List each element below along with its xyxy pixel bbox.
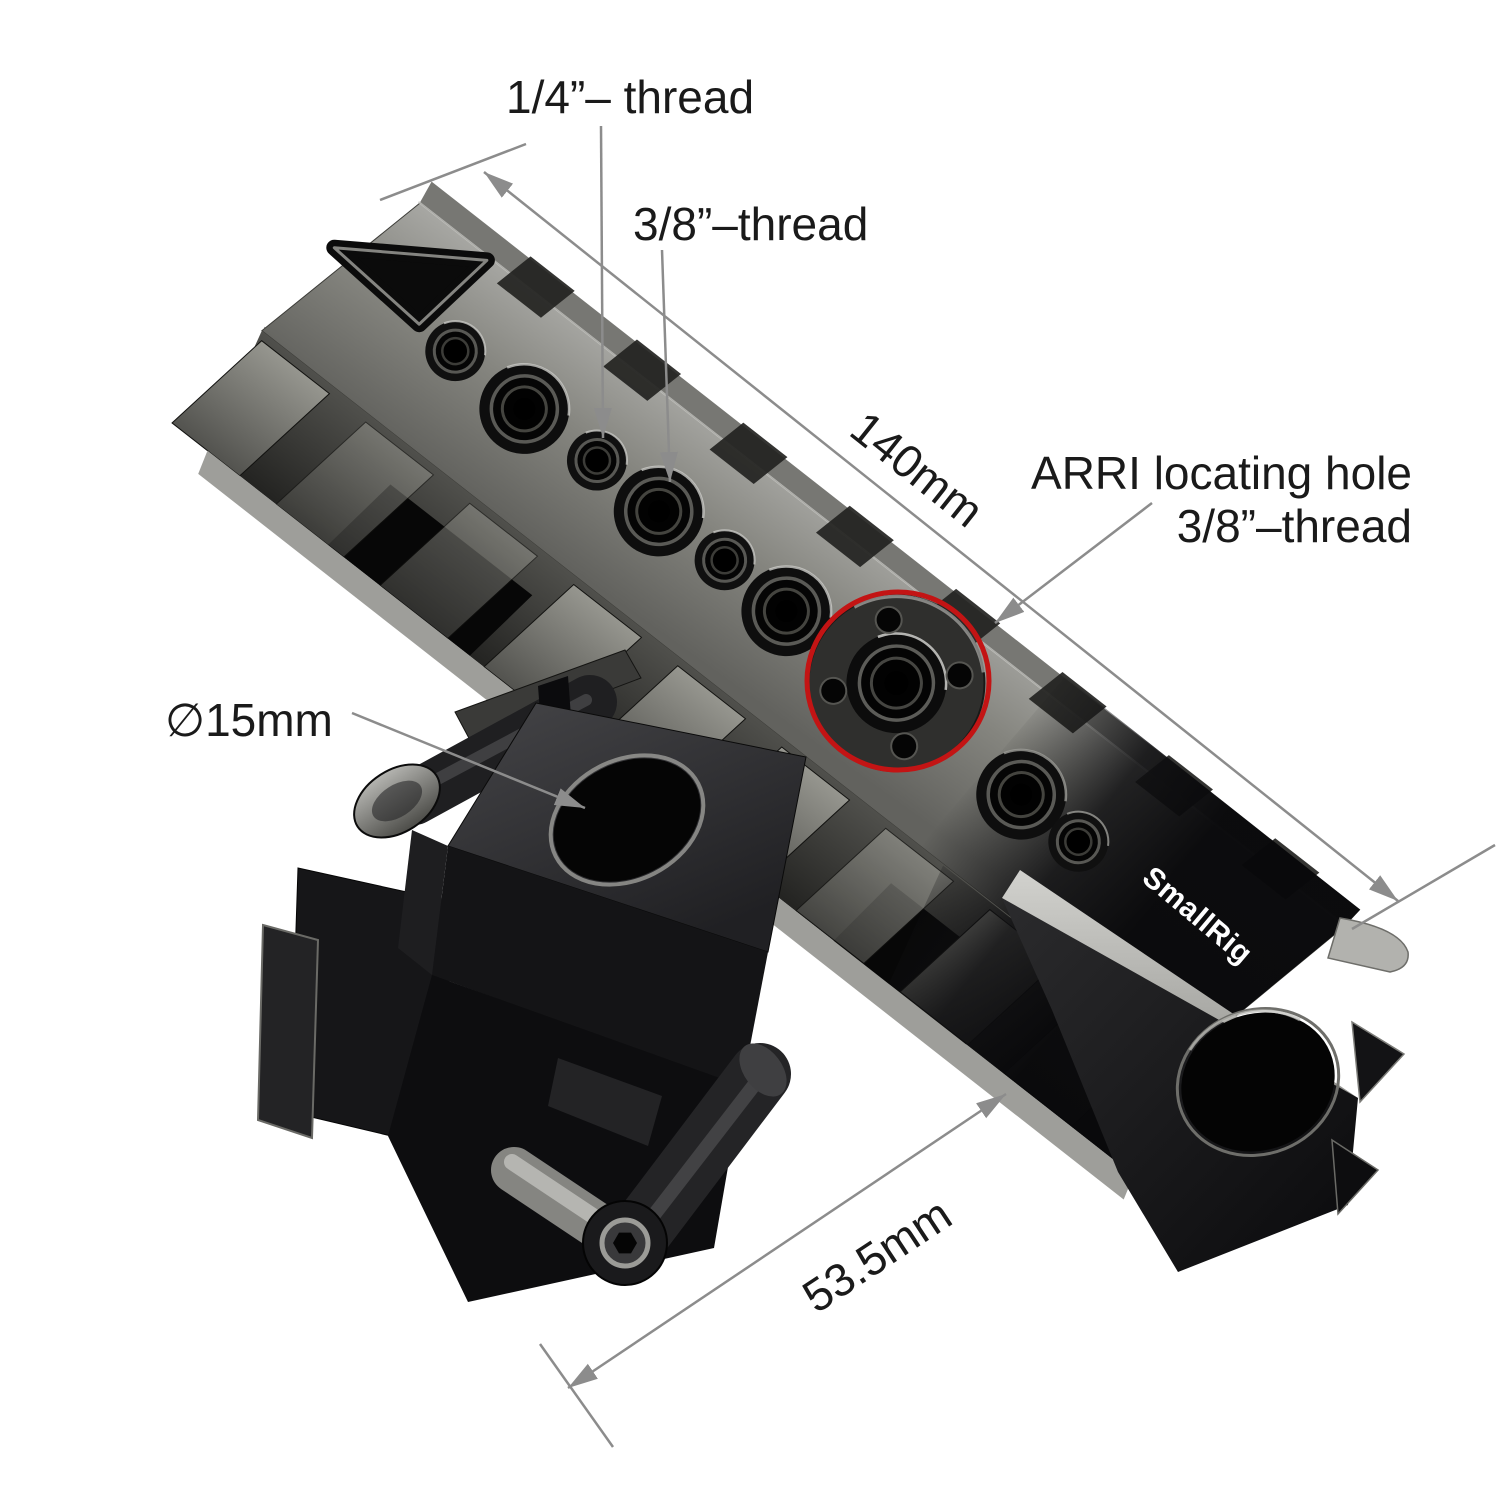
witness-line-140-left bbox=[379, 142, 527, 202]
witness-line-140-right bbox=[1351, 843, 1496, 931]
dimension-line-535mm bbox=[567, 1092, 1007, 1390]
side-rib bbox=[171, 340, 331, 477]
side-rib bbox=[275, 421, 435, 558]
handle-end-block bbox=[1002, 870, 1409, 1272]
nato-clamp-jaw bbox=[256, 923, 320, 1140]
dimension-line-140mm bbox=[483, 171, 1399, 902]
rail-lip-end bbox=[1327, 917, 1409, 973]
quarter-thread-label: 1/4”– thread bbox=[506, 71, 755, 123]
rod-diameter-label: ∅15mm bbox=[165, 694, 333, 746]
clamp-assembly bbox=[256, 649, 807, 1302]
end-face bbox=[1002, 898, 1358, 1272]
leader-line-three-eighths-thread bbox=[659, 249, 678, 483]
rod-clamp-front-face bbox=[432, 846, 768, 1088]
three-eighths-thread-label: 3/8”–thread bbox=[633, 198, 869, 250]
rail-foot bbox=[1351, 1020, 1406, 1104]
arri-hole-label-line2: 3/8”–thread bbox=[1176, 500, 1412, 552]
rod-hole-highlight bbox=[1188, 1009, 1301, 1051]
leader-line-quarter-thread bbox=[593, 125, 612, 439]
triangle-cutout bbox=[326, 239, 495, 333]
leader-line-arri-hole bbox=[994, 502, 1153, 624]
arri-hole-label-line1: ARRI locating hole bbox=[1031, 447, 1412, 499]
annotation-overlay bbox=[351, 125, 1496, 1448]
top-lever-knob-face bbox=[371, 780, 423, 822]
arri-hole-label: ARRI locating hole 3/8”–thread bbox=[1031, 447, 1412, 553]
rod-hole-end bbox=[1181, 1012, 1335, 1152]
leader-line-rod-diameter bbox=[351, 711, 586, 810]
rod-clamp-left-face bbox=[398, 830, 448, 975]
thread-hole-quarter bbox=[425, 320, 487, 382]
witness-line-535-left bbox=[538, 1343, 615, 1448]
lever-tip bbox=[739, 1043, 787, 1097]
triangle-cutout-bevel bbox=[332, 246, 489, 326]
rail-foot bbox=[1331, 1138, 1380, 1216]
